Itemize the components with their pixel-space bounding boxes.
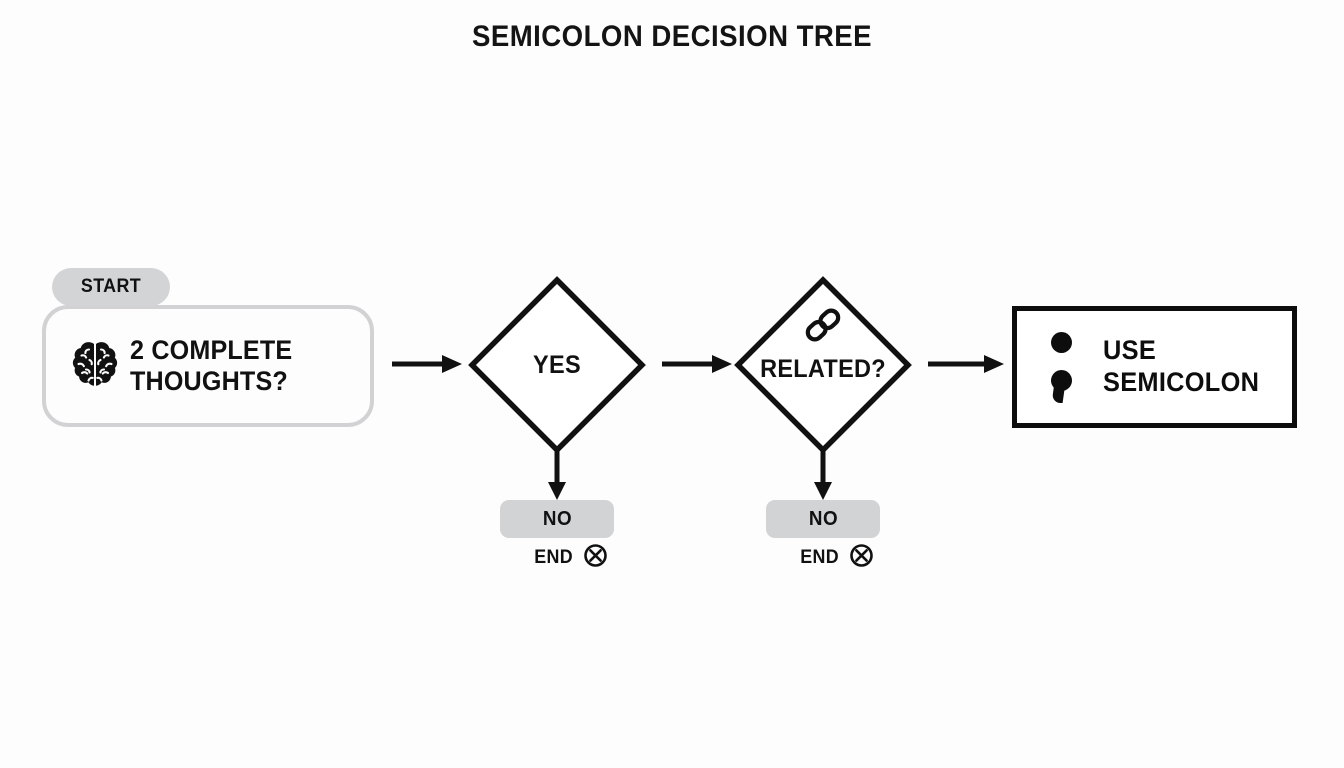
branch-end: END: [799, 543, 874, 573]
connector-related-to-no: [811, 450, 835, 507]
semicolon-icon: [1047, 328, 1089, 406]
start-node[interactable]: 2 COMPLETE THOUGHTS?: [42, 305, 374, 427]
branch-end: END: [533, 543, 608, 573]
decision-related[interactable]: RELATED?: [733, 275, 913, 455]
decision-related-label: RELATED?: [760, 355, 886, 383]
branch-no-label: NO: [542, 507, 572, 530]
connector-yes-to-related: [662, 352, 734, 381]
connector-start-to-yes: [392, 352, 464, 381]
start-badge: START: [52, 268, 170, 306]
start-question-label: 2 COMPLETE THOUGHTS?: [130, 334, 293, 396]
circle-x-icon: [583, 543, 608, 573]
decision-yes-label: YES: [533, 351, 581, 379]
connector-yes-to-no: [545, 450, 569, 507]
result-node[interactable]: USE SEMICOLON: [1012, 306, 1297, 428]
branch-end-label: END: [534, 547, 574, 568]
connector-related-to-result: [928, 352, 1006, 381]
result-label: USE SEMICOLON: [1103, 335, 1260, 397]
link-icon: [801, 303, 845, 347]
branch-no-badge: NO: [500, 500, 614, 538]
brain-icon: [68, 338, 122, 394]
start-badge-label: START: [80, 276, 142, 297]
branch-no-badge: NO: [766, 500, 880, 538]
branch-end-label: END: [800, 547, 840, 568]
decision-yes[interactable]: YES: [467, 275, 647, 455]
page-title: SEMICOLON DECISION TREE: [471, 20, 873, 53]
circle-x-icon: [849, 543, 874, 573]
branch-no-label: NO: [808, 507, 838, 530]
